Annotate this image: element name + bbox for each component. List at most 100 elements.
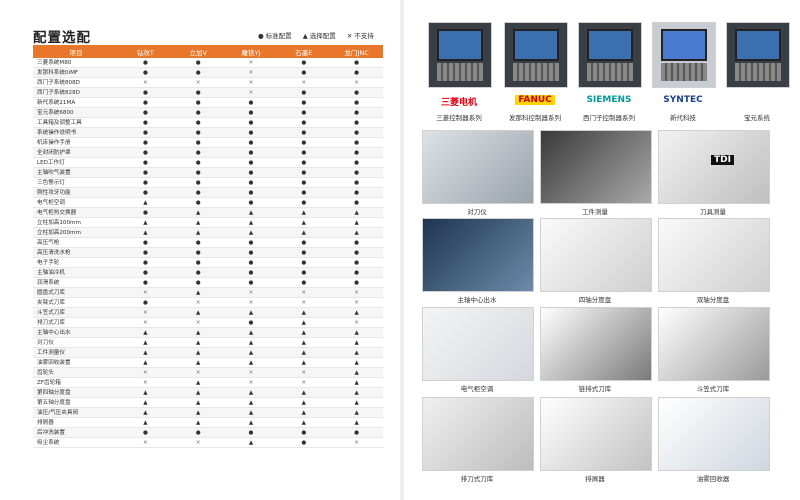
controller-caption: 宝元系统 xyxy=(744,114,770,122)
row-config-mark: ▲ xyxy=(171,407,225,418)
row-config-mark: ▲ xyxy=(119,357,172,368)
table-row: 电气柜空调▲●●●● xyxy=(33,197,383,208)
row-item-name: 主轴油冷机 xyxy=(33,267,119,278)
row-config-mark: ● xyxy=(119,107,172,118)
row-config-mark: ● xyxy=(224,127,278,138)
row-item-name: 发那科系统0iMF xyxy=(33,67,119,78)
accessory-photo xyxy=(422,218,534,292)
row-config-mark: ● xyxy=(277,197,331,208)
row-config-mark: ● xyxy=(224,117,278,128)
row-config-mark: ✕ xyxy=(119,77,172,88)
table-row: 工件测量仪▲▲▲▲▲ xyxy=(33,347,383,358)
row-config-mark: ▲ xyxy=(224,397,278,408)
row-config-mark: ● xyxy=(171,127,225,138)
row-config-mark: ● xyxy=(119,157,172,168)
table-row: 立柱加高100mm▲▲▲▲▲ xyxy=(33,217,383,228)
row-config-mark: ▲ xyxy=(171,327,225,338)
row-item-name: 刚性攻牙功能 xyxy=(33,187,119,198)
table-row: 西门子系统828D●●✕●● xyxy=(33,87,383,98)
row-config-mark: ● xyxy=(224,177,278,188)
row-config-mark: ✕ xyxy=(171,367,225,378)
row-item-name: 油压/气压夹具阀 xyxy=(33,407,119,418)
row-config-mark: ▲ xyxy=(171,347,225,358)
table-row: 西门子系统808D✕✕✕✕✕ xyxy=(33,77,383,88)
row-config-mark: ● xyxy=(277,97,331,108)
row-config-mark: ▲ xyxy=(330,347,383,358)
row-config-mark: ▲ xyxy=(171,287,225,298)
row-config-mark: ▲ xyxy=(330,377,383,388)
header-engraving: 雕铣YJ xyxy=(224,45,278,58)
row-config-mark: ▲ xyxy=(330,417,383,428)
table-row: 三菱系统M80●●✕●● xyxy=(33,58,383,68)
page-title: 配置选配 xyxy=(33,30,91,46)
row-item-name: 排屑器 xyxy=(33,417,119,428)
row-config-mark: ▲ xyxy=(330,207,383,218)
row-config-mark: ▲ xyxy=(330,407,383,418)
accessory-caption: 主轴中心出水 xyxy=(457,296,497,304)
row-config-mark: ● xyxy=(277,267,331,278)
header-graphite: 石墨E xyxy=(277,45,331,58)
row-config-mark: ▲ xyxy=(277,317,331,328)
row-config-mark: ● xyxy=(171,157,225,168)
row-config-mark: ● xyxy=(277,137,331,148)
controller-caption: 发那科控制器系列 xyxy=(509,114,561,122)
row-item-name: 排刀式刀库 xyxy=(33,317,119,328)
row-item-name: 新代系统21MA xyxy=(33,97,119,108)
row-item-name: 系统操作说明书 xyxy=(33,127,119,138)
row-config-mark: ▲ xyxy=(224,327,278,338)
accessory-caption: 排刀式刀库 xyxy=(460,475,494,483)
row-item-name: 第四轴分度盘 xyxy=(33,387,119,398)
row-config-mark: ● xyxy=(330,277,383,288)
table-row: 排刀式刀库✕✕●▲✕ xyxy=(33,317,383,328)
row-item-name: 油雾回收装置 xyxy=(33,357,119,368)
row-config-mark: ▲ xyxy=(119,397,172,408)
row-config-mark: ● xyxy=(171,187,225,198)
accessory-caption: 工件测量 xyxy=(582,208,608,216)
row-item-name: 吸尘系统 xyxy=(33,437,119,448)
row-config-mark: ✕ xyxy=(171,437,225,448)
row-config-mark: ✕ xyxy=(119,437,172,448)
row-item-name: 电气柜空调 xyxy=(33,197,119,208)
row-config-mark: ● xyxy=(119,147,172,158)
row-config-mark: ● xyxy=(330,127,383,138)
row-config-mark: ✕ xyxy=(277,377,331,388)
row-config-mark: ● xyxy=(119,87,172,98)
row-config-mark: ● xyxy=(224,247,278,258)
accessory-caption: 链排式刀库 xyxy=(578,385,612,393)
row-config-mark: ▲ xyxy=(224,347,278,358)
row-config-mark: ▲ xyxy=(224,437,278,448)
table-row: 油压/气压夹具阀▲▲▲▲▲ xyxy=(33,407,383,418)
accessory-caption: 对刀仪 xyxy=(467,208,487,216)
row-config-mark: ● xyxy=(119,177,172,188)
table-row: 主轴中心出水▲▲▲▲▲ xyxy=(33,327,383,338)
row-config-mark: ▲ xyxy=(330,337,383,348)
table-row: 高压气枪●●●●● xyxy=(33,237,383,248)
row-config-mark: ✕ xyxy=(330,297,383,308)
legend-standard-label: 标准配置 xyxy=(265,32,292,40)
row-item-name: 宝元系统6800 xyxy=(33,107,119,118)
row-config-mark: ● xyxy=(171,87,225,98)
row-config-mark: ▲ xyxy=(277,207,331,218)
row-config-mark: ● xyxy=(119,257,172,268)
row-config-mark: ▲ xyxy=(277,327,331,338)
row-config-mark: ▲ xyxy=(171,307,225,318)
row-config-mark: ● xyxy=(277,58,331,68)
row-config-mark: ✕ xyxy=(224,297,278,308)
row-item-name: 三色警示灯 xyxy=(33,177,119,188)
row-config-mark: ▲ xyxy=(277,337,331,348)
accessory-photo xyxy=(422,307,534,381)
row-config-mark: ● xyxy=(277,147,331,158)
row-config-mark: ▲ xyxy=(171,217,225,228)
row-config-mark: ● xyxy=(277,157,331,168)
accessory-photo-label: TDI xyxy=(711,155,734,165)
standard-dot-icon: ● xyxy=(258,32,264,40)
row-config-mark: ▲ xyxy=(224,217,278,228)
row-config-mark: ▲ xyxy=(277,307,331,318)
legend-unsupported-label: 不支持 xyxy=(354,32,374,40)
row-config-mark: ✕ xyxy=(171,297,225,308)
row-config-mark: ✕ xyxy=(277,367,331,378)
row-config-mark: ✕ xyxy=(224,367,278,378)
legend-unsupported: ✕不支持 xyxy=(347,32,374,40)
row-config-mark: ▲ xyxy=(224,387,278,398)
